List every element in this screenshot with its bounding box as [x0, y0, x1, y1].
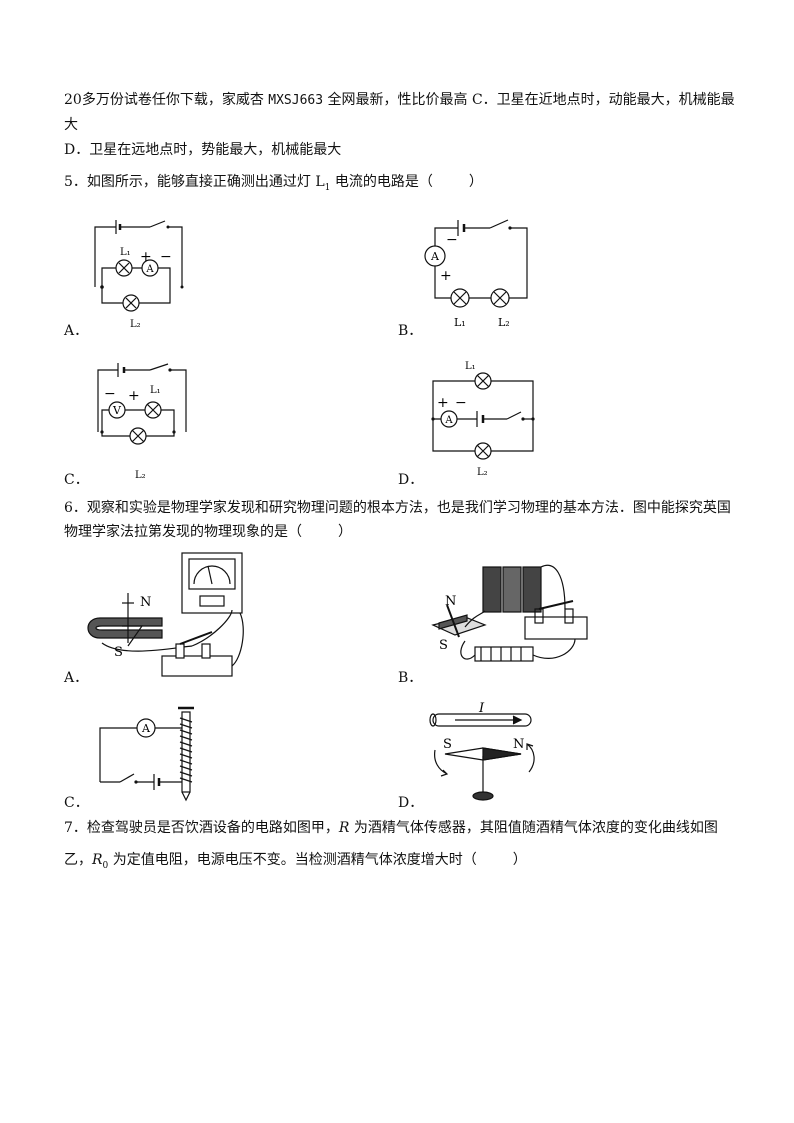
- q7-r0-symbol: R: [92, 852, 103, 868]
- q6-text: 物理学家法拉第发现的物理现象的是（: [64, 524, 302, 540]
- question-7-line-1: 7．检查驾驶员是否饮酒设备的电路如图甲，R 为酒精气体传感器，其阻值随酒精气体浓…: [64, 818, 718, 838]
- promo-text: 20多万份试卷任你下载，家威杏: [64, 92, 269, 108]
- q7-r0-sub: 0: [102, 860, 109, 871]
- electromagnetic-induction-diagram: N S: [87, 552, 244, 677]
- north-pole-label: N: [445, 594, 456, 609]
- question-7-line-2: 乙，R0 为定值电阻，电源电压不变。当检测酒精气体浓度增大时（ ）: [64, 850, 527, 876]
- q6-figure-a: N S: [82, 548, 247, 687]
- circuit-d-diagram: A + − L₁ L₂: [431, 361, 535, 478]
- l2-label: L₂: [477, 467, 488, 478]
- ammeter-label: A: [430, 250, 440, 263]
- q5-figure-b: A − + L₁ L₂: [420, 210, 540, 339]
- current-label: I: [478, 701, 485, 716]
- minus-label: −: [455, 395, 467, 411]
- q7-text: 7．检查驾驶员是否饮酒设备的电路如图甲，: [64, 820, 339, 836]
- q6-option-d[interactable]: D．: [398, 795, 424, 811]
- q6-close: ）: [338, 524, 352, 540]
- option-d-q4-text: D．卫星在远地点时，势能最大，机械能最大: [64, 142, 342, 158]
- south-pole-label: S: [443, 737, 452, 752]
- ammeter-label: A: [444, 415, 453, 426]
- plus-label: +: [437, 395, 449, 411]
- q5-option-c[interactable]: C．: [64, 472, 89, 488]
- q5-sub: 1: [324, 182, 331, 193]
- circuit-a-diagram: A L₁ + − L₂: [94, 220, 184, 330]
- ammeter-label: A: [145, 264, 154, 275]
- q5-text: 5．如图所示，能够直接正确测出通过灯 L: [64, 174, 325, 190]
- l1-label: L₁: [150, 385, 161, 396]
- q6-figure-c: A: [92, 702, 212, 806]
- text-line-1: 20多万份试卷任你下载，家威杏 MXSJ663 全网最新，性比价最高 C．卫星在…: [64, 90, 735, 111]
- south-pole-label: S: [114, 645, 123, 660]
- q5-figure-a: A L₁ + − L₂: [90, 215, 190, 339]
- q5-figure-c: V − + L₁ L₂: [90, 360, 195, 489]
- oersted-experiment-diagram: I S N: [429, 701, 535, 801]
- circuit-c-diagram: V − + L₁ L₂: [97, 363, 187, 481]
- q5-text-post: 电流的电路是（: [330, 174, 433, 190]
- l2-label: L₂: [498, 316, 510, 329]
- option-c-q4-text: 全网最新，性比价最高 C．卫星在近地点时，动能最大，机械能最: [323, 92, 735, 108]
- l1-label: L₁: [120, 247, 131, 258]
- q7-close: ）: [512, 852, 527, 868]
- ammeter-label: A: [141, 722, 151, 735]
- minus-label: −: [104, 386, 116, 402]
- q7-text-2: 乙，: [64, 852, 92, 868]
- l2-label: L₂: [130, 319, 141, 330]
- q6-option-a[interactable]: A．: [64, 670, 89, 686]
- q7-text-2-post: 为定值电阻，电源电压不变。当检测酒精气体浓度增大时（: [108, 852, 477, 868]
- electromagnet-diagram: A: [99, 706, 194, 802]
- q6-option-c[interactable]: C．: [64, 795, 89, 811]
- l1-label: L₁: [465, 361, 476, 372]
- q5-option-d[interactable]: D．: [398, 472, 424, 488]
- q5-figure-d: A + − L₁ L₂: [425, 355, 540, 484]
- q7-text-post: 为酒精气体传感器，其阻值随酒精气体浓度的变化曲线如图: [349, 820, 718, 836]
- motor-principle-diagram: N S: [431, 564, 588, 662]
- q6-figure-d: I S N: [425, 700, 540, 814]
- question-5-stem: 5．如图所示，能够直接正确测出通过灯 L1 电流的电路是（ ）: [64, 172, 483, 198]
- l1-label: L₁: [454, 316, 466, 329]
- plus-label: +: [128, 388, 140, 404]
- north-pole-label: N: [140, 595, 151, 610]
- l2-label: L₂: [135, 470, 146, 481]
- voltmeter-label: V: [112, 404, 122, 417]
- question-6-line-2: 物理学家法拉第发现的物理现象的是（ ）: [64, 522, 352, 542]
- plus-label: +: [440, 268, 452, 284]
- q5-close: ）: [468, 174, 483, 190]
- south-pole-label: S: [439, 638, 448, 653]
- text-line-1-cont: 大: [64, 117, 78, 133]
- q5-option-b[interactable]: B．: [398, 323, 423, 339]
- question-6-line-1: 6．观察和实验是物理学家发现和研究物理问题的根本方法，也是我们学习物理的基本方法…: [64, 500, 731, 516]
- q7-r-symbol: R: [338, 820, 350, 836]
- minus-label: −: [160, 249, 172, 265]
- minus-label: −: [446, 232, 458, 248]
- plus-label: +: [140, 249, 152, 265]
- q6-figure-b: N S: [425, 555, 595, 689]
- q6-option-b[interactable]: B．: [398, 670, 423, 686]
- circuit-b-diagram: A − + L₁ L₂: [424, 219, 528, 329]
- q5-option-a[interactable]: A．: [64, 323, 89, 339]
- promo-code: MXSJ663: [268, 93, 324, 108]
- north-pole-label: N: [513, 737, 524, 752]
